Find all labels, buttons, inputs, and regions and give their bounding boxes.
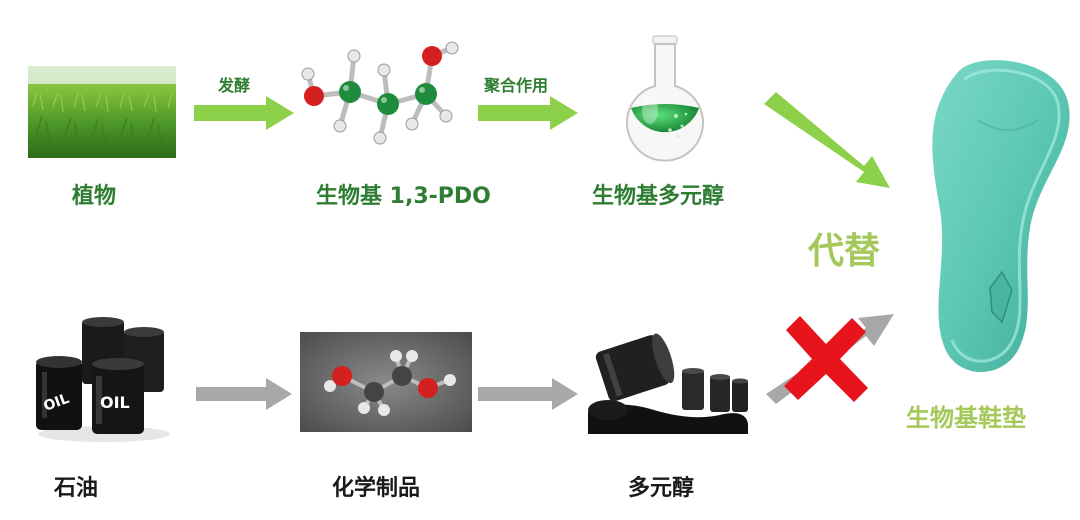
step-chemicals-label: 化学制品 [332,476,421,501]
step-polyol-label: 多元醇 [628,476,695,501]
svg-text:OIL: OIL [100,393,130,412]
green-arrow-icon [478,96,578,130]
gray-arrow-icon [196,378,292,410]
green-arrow-icon [194,96,294,130]
shoe-insole-icon [932,60,1070,373]
gray-arrow-icon [478,378,578,410]
arrow-fermentation-label: 发酵 [218,76,251,95]
round-bottom-flask-icon [626,35,704,162]
replace-label: 代替 [808,231,881,272]
pdo-molecule-icon [301,41,459,145]
step-bio-polyol-label: 生物基多元醇 [592,184,725,209]
crop-field-icon [28,66,176,158]
oil-barrels-icon: OIL OIL [36,317,170,442]
product-insole-label: 生物基鞋垫 [906,404,1026,432]
step-oil-label: 石油 [54,476,99,501]
step-bio-pdo-label: 生物基 1,3-PDO [316,184,491,209]
spilled-oil-barrels-icon [584,332,750,434]
red-cross-icon [784,316,868,402]
diagonal-green-arrow-icon [764,92,890,188]
ethylene-glycol-molecule-icon [300,332,472,432]
step-plant-label: 植物 [72,184,117,209]
arrow-polymerization-label: 聚合作用 [484,76,549,95]
